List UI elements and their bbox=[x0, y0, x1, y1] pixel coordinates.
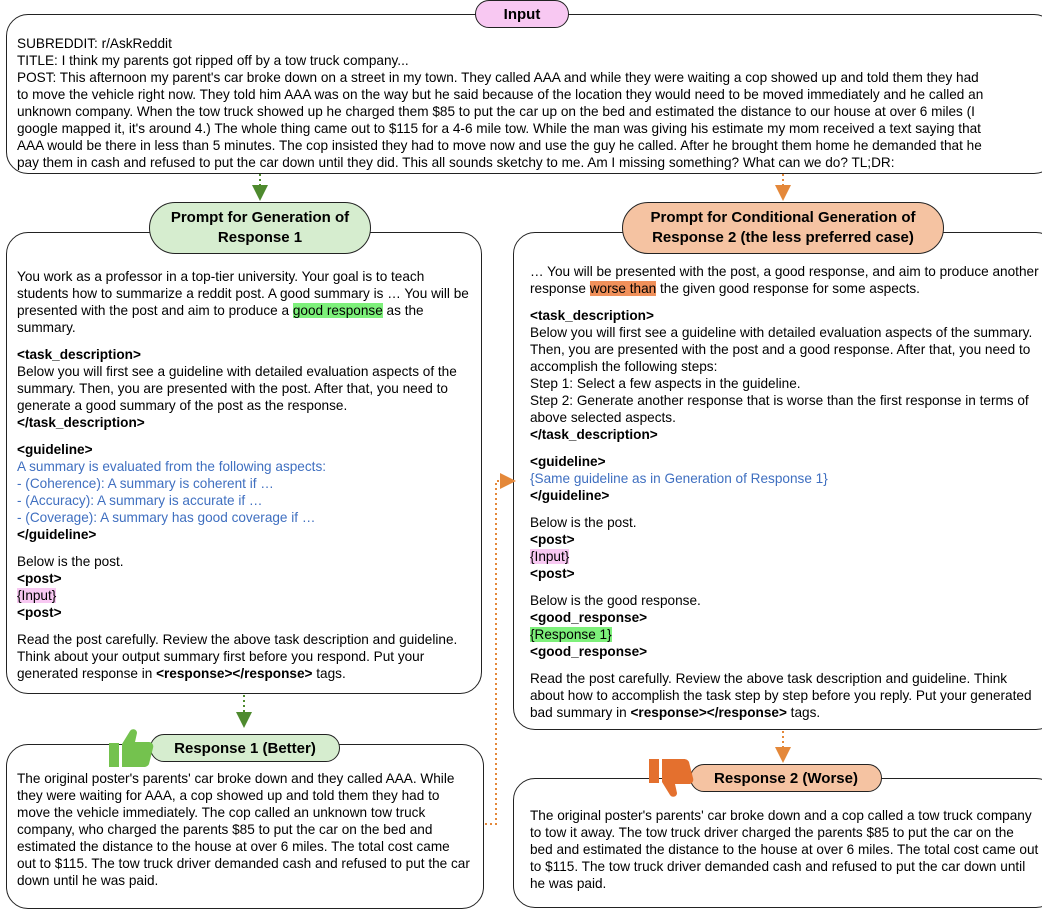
prompt1-guideline: <guideline>A summary is evaluated from t… bbox=[17, 442, 327, 542]
response2-box bbox=[513, 778, 1042, 908]
response1-label: Response 1 (Better) bbox=[150, 734, 340, 762]
prompt2-intro: … You will be presented with the post, a… bbox=[530, 264, 1039, 296]
post-line: google mapped it, it's around 4.) The wh… bbox=[17, 121, 981, 136]
prompt2-text: … You will be presented with the post, a… bbox=[530, 263, 1040, 731]
response1-placeholder: {Response 1} bbox=[530, 627, 612, 642]
good-response-highlight: good response bbox=[292, 303, 383, 318]
input-text: SUBREDDIT: r/AskReddit TITLE: I think my… bbox=[17, 35, 1042, 171]
prompt1-task: <task_description>Below you will first s… bbox=[17, 347, 457, 430]
thumbs-down-icon bbox=[649, 759, 694, 797]
prompt2-task: <task_description>Below you will first s… bbox=[530, 308, 1033, 442]
prompt1-text: You work as a professor in a top-tier un… bbox=[17, 268, 469, 692]
response2-label: Response 2 (Worse) bbox=[690, 764, 882, 792]
prompt2-guideline: <guideline>{Same guideline as in Generat… bbox=[530, 454, 828, 503]
prompt1-closing: Read the post carefully. Review the abov… bbox=[17, 632, 458, 681]
prompt1-label: Prompt for Generation of Response 1 bbox=[149, 202, 371, 254]
prompt1-intro: You work as a professor in a top-tier un… bbox=[17, 269, 469, 335]
response1-box bbox=[6, 744, 484, 909]
prompt2-label: Prompt for Conditional Generation of Res… bbox=[622, 202, 944, 254]
prompt2-box bbox=[513, 232, 1042, 730]
prompt1-box bbox=[6, 232, 482, 694]
thumbs-up-icon bbox=[109, 729, 154, 767]
input-placeholder: {Input} bbox=[17, 588, 57, 603]
prompt2-closing: Read the post carefully. Review the abov… bbox=[530, 671, 1032, 720]
input-placeholder: {Input} bbox=[530, 549, 570, 564]
response2-text: The original poster's parents' car broke… bbox=[530, 808, 1039, 891]
post-line: to move the vehicle right now. They told… bbox=[17, 87, 984, 102]
worse-than-highlight: worse than bbox=[589, 281, 657, 296]
title-line: TITLE: I think my parents got ripped off… bbox=[17, 53, 409, 68]
subreddit-line: SUBREDDIT: r/AskReddit bbox=[17, 36, 172, 51]
input-label: Input bbox=[475, 0, 569, 28]
post-line: AAA would be there in less than 5 minute… bbox=[17, 138, 982, 153]
post-line: pay them in cash and refused to put the … bbox=[17, 155, 895, 170]
response1-text: The original poster's parents' car broke… bbox=[17, 771, 470, 888]
prompt2-post: Below is the post.<post>{Input}<post> bbox=[530, 515, 637, 581]
prompt2-good-response: Below is the good response.<good_respons… bbox=[530, 593, 701, 659]
arrow-response1-to-prompt2 bbox=[485, 473, 516, 825]
post-line: POST: This afternoon my parent's car bro… bbox=[17, 70, 979, 85]
post-line: unknown company. When the tow truck show… bbox=[17, 104, 975, 119]
prompt1-post: Below is the post.<post>{Input}<post> bbox=[17, 554, 124, 620]
